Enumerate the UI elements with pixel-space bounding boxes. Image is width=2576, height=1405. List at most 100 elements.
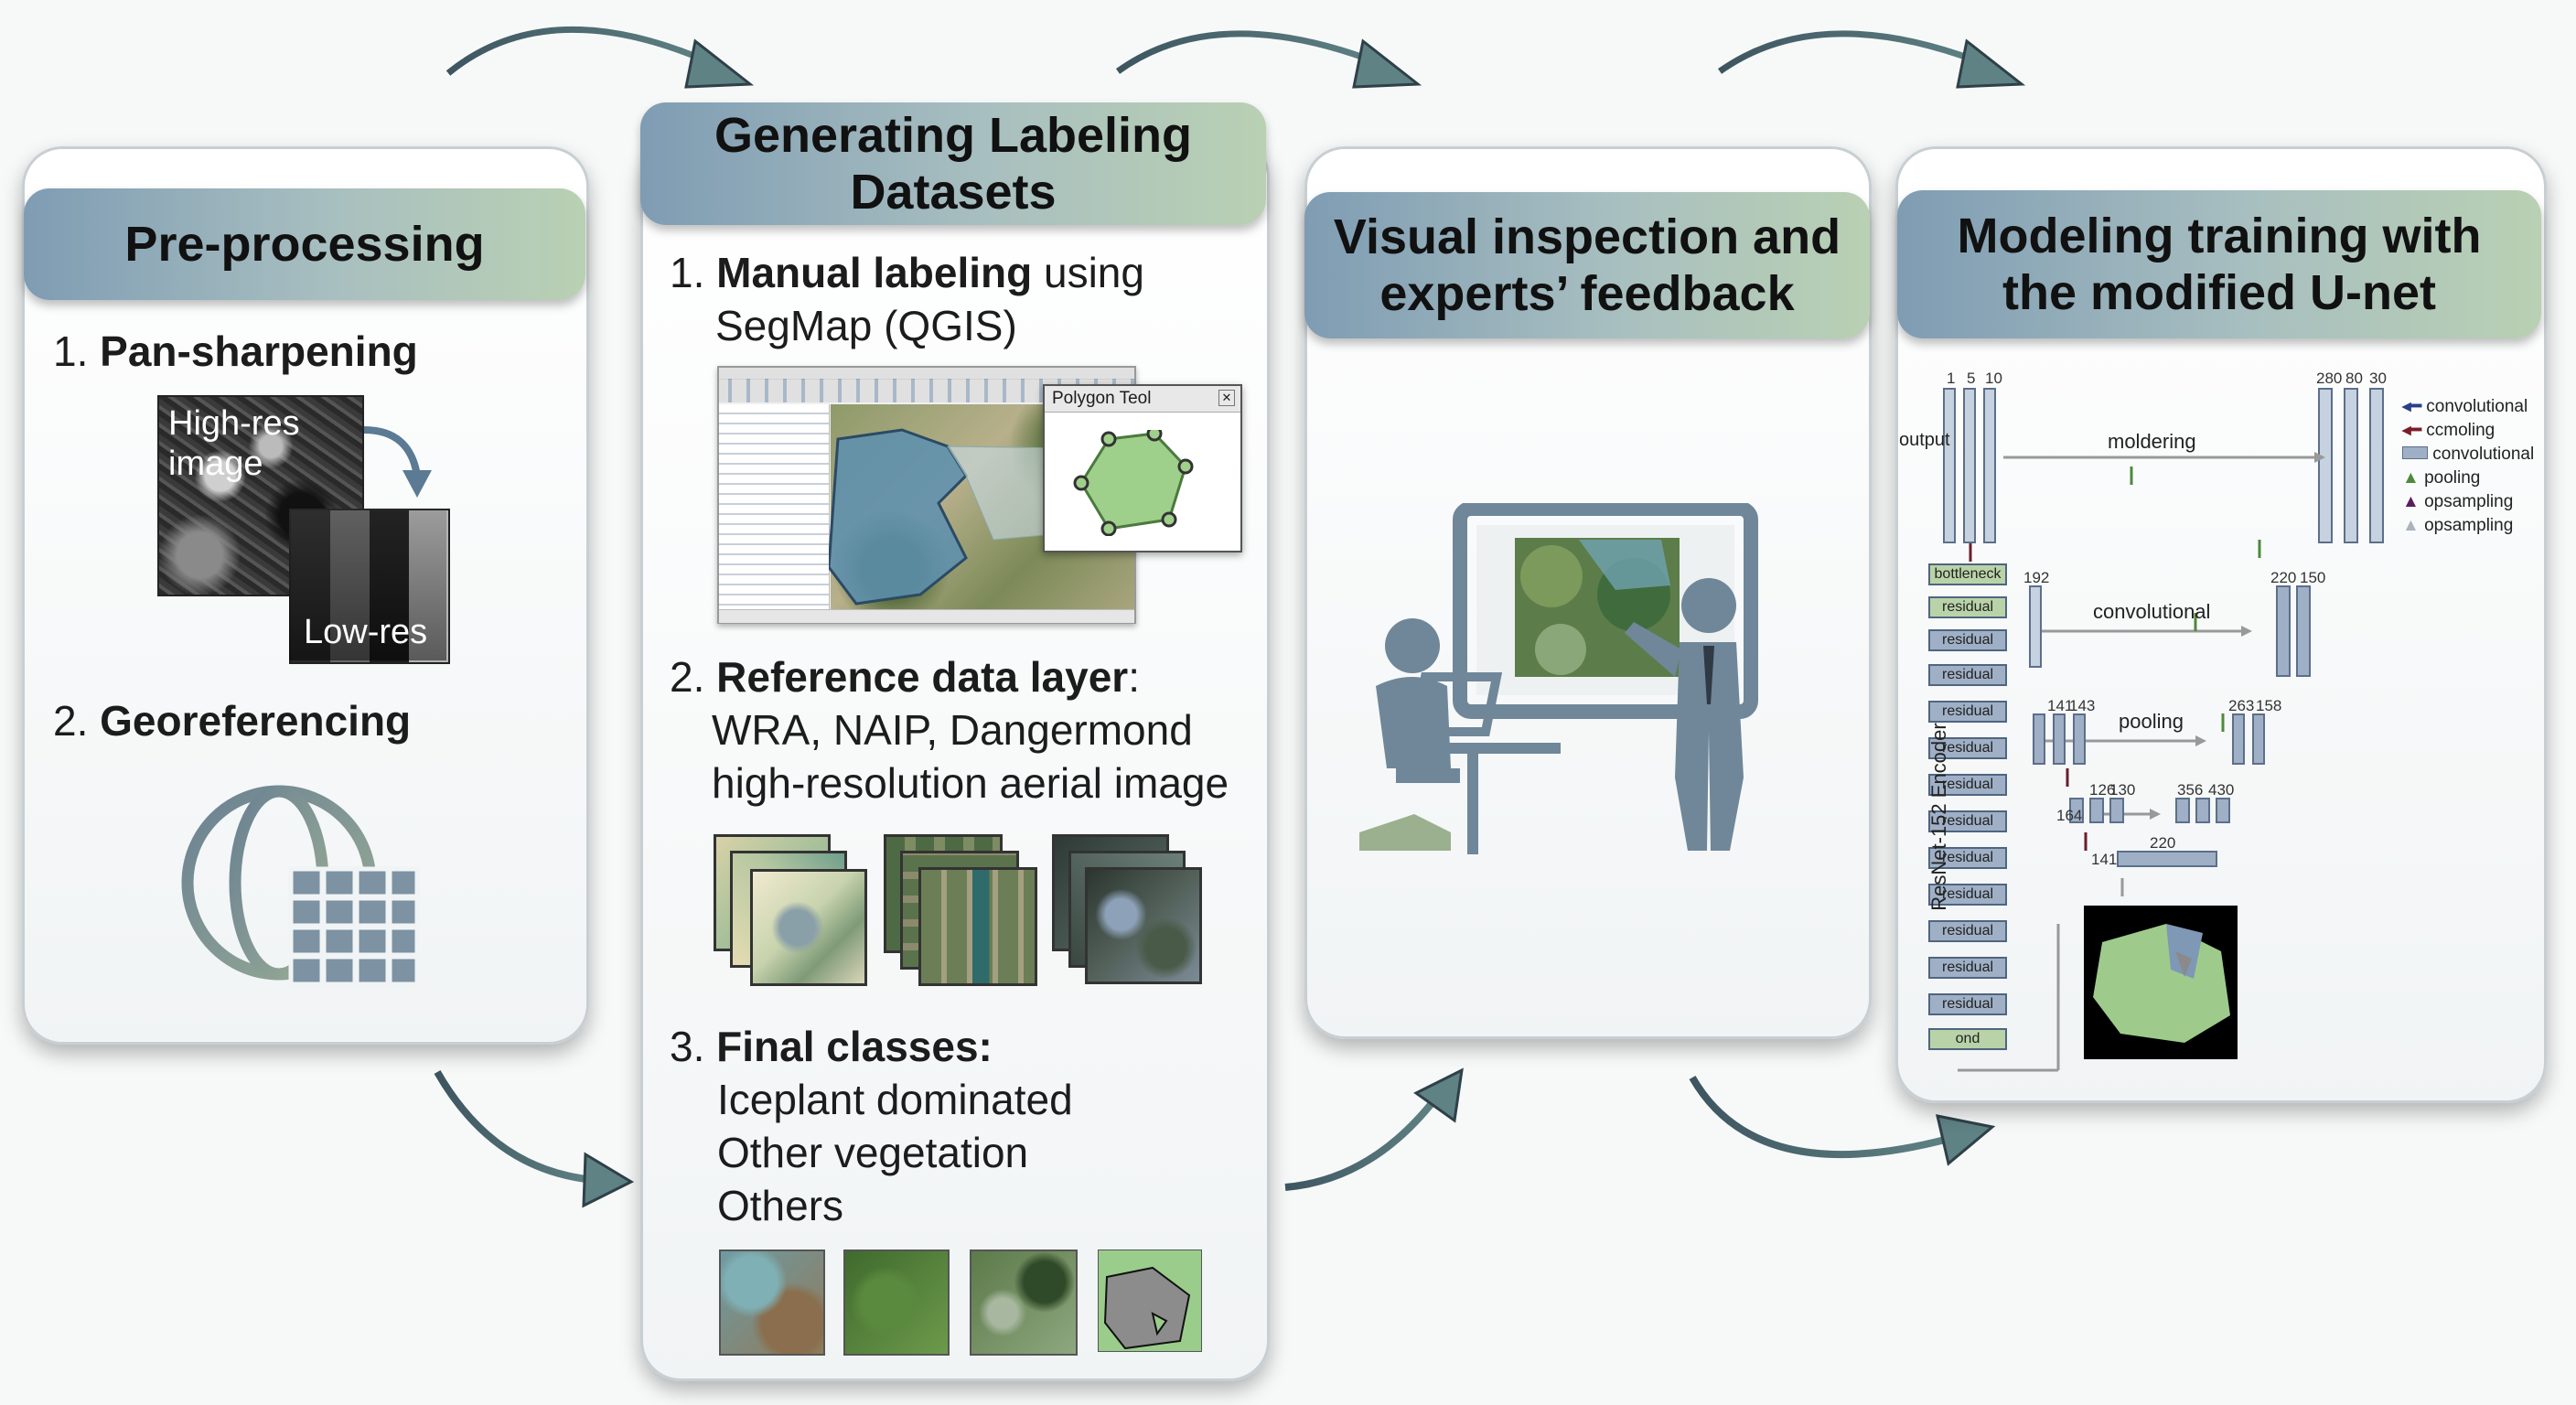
unet-top-num: 10 [1985, 370, 2002, 387]
globe-grid-icon [181, 785, 420, 987]
arrow-top-3 [1717, 30, 1987, 74]
expert-presentation-icon [1359, 503, 1758, 854]
unet-block [2195, 798, 2210, 823]
unet-top-num: 80 [2345, 370, 2363, 387]
unet-output-label: output [1899, 430, 1950, 450]
unet-encoder-block: residual [1928, 596, 2007, 618]
unet-block [2073, 713, 2086, 765]
step-reference-data-line2: WRA, NAIP, Dangermond [712, 706, 1193, 754]
unet-convolutional-label: convolutional [2093, 600, 2211, 623]
unet-feature-num: 430 [2208, 781, 2235, 799]
polygon-tool-title: Polygon Teol [1052, 389, 1152, 408]
panel-labeling-title-line2: Datasets [850, 165, 1057, 220]
unet-block [2318, 388, 2333, 543]
unet-block [2029, 585, 2042, 668]
curved-down-arrow-icon [363, 426, 432, 498]
arrow-top-3-head [1956, 38, 2026, 89]
unet-moldering-label: moldering [2108, 430, 2196, 453]
polygon-tool-window: Polygon Teol ✕ [1043, 384, 1242, 552]
arrow-top-2 [1115, 30, 1383, 74]
step-rest: : [1128, 653, 1140, 701]
step-number: 1. [670, 249, 705, 296]
low-res-label: Low-res [304, 613, 428, 651]
unet-legend: ◂━ convolutional ◂━ ccmoling convolution… [2402, 395, 2534, 538]
step-pan-sharpening: 1. Pan-sharpening [53, 326, 418, 379]
panel-inspection-title-line1: Visual inspection and [1333, 209, 1841, 264]
panel-inspection-header: Visual inspection and experts’ feedback [1304, 192, 1870, 338]
unet-top-num: 280 [2316, 370, 2343, 387]
arrow-top-2-head [1352, 38, 1422, 89]
high-res-label: High-res image [168, 404, 300, 483]
step-number: 3. [670, 1023, 705, 1070]
unet-block [2252, 713, 2265, 765]
panel-inspection-title-line2: experts’ feedback [1379, 266, 1795, 321]
unet-feature-num: 141 [2047, 697, 2074, 714]
unet-encoder-block: residual [1928, 774, 2007, 796]
step-title: Manual labeling [716, 249, 1033, 296]
arrow-bottom-3-head [1936, 1114, 1996, 1166]
unet-block [2089, 798, 2104, 823]
unet-block [2232, 713, 2245, 765]
step-reference-data: 2. Reference data layer: [670, 651, 1140, 704]
unet-block [2175, 798, 2190, 823]
unet-feature-num: 141 [2091, 851, 2118, 868]
unet-pooling-label: pooling [2119, 710, 2184, 733]
unet-block [2053, 713, 2066, 765]
unet-encoder-block: residual [1928, 884, 2007, 906]
step-reference-data-line3: high-resolution aerial image [712, 759, 1229, 807]
unet-feature-num: 150 [2300, 569, 2326, 586]
panel-preprocessing-title: Pre-processing [124, 216, 485, 272]
step-number: 2. [53, 697, 89, 745]
arrow-bottom-2-head [1413, 1067, 1464, 1123]
unet-block [2069, 798, 2084, 823]
unet-feature-num: 263 [2228, 697, 2255, 714]
unet-block [2276, 585, 2291, 677]
class-sample-mask [1098, 1249, 1202, 1352]
arrow-top-1 [445, 26, 715, 76]
unet-feature-num: 143 [2069, 697, 2096, 714]
unet-encoder-block: residual [1928, 664, 2007, 686]
class-others: Others [717, 1182, 844, 1229]
unet-encoder-block: residual [1928, 629, 2007, 651]
unet-connections [1958, 452, 2325, 1072]
unet-feature-num: 126 [2089, 781, 2116, 799]
panel-labeling-title-line1: Generating Labeling [714, 107, 1193, 163]
step-georeferencing: 2. Georeferencing [53, 695, 411, 748]
unet-block [2296, 585, 2311, 677]
unet-feature-num: 164 [2056, 807, 2083, 824]
step-title: Reference data layer [716, 653, 1129, 701]
arrow-bottom-3 [1689, 1076, 1950, 1159]
unet-block [2344, 388, 2358, 543]
unet-block [1963, 388, 1976, 543]
unet-encoder-block: residual [1928, 737, 2007, 759]
step-final-classes: 3. Final classes: [670, 1021, 993, 1074]
step-rest: using [1032, 249, 1144, 296]
class-sample-other-vegetation [843, 1249, 950, 1356]
unet-output-mask [2084, 906, 2238, 1059]
polygon-shape-icon [1073, 430, 1194, 536]
unet-block [1983, 388, 1996, 543]
unet-top-num: 1 [1947, 370, 1956, 387]
class-sample-others [970, 1249, 1078, 1356]
panel-labeling [640, 137, 1270, 1381]
step-title: Georeferencing [100, 697, 412, 745]
step-number: 2. [670, 653, 705, 701]
unet-block [2369, 388, 2384, 543]
step-manual-labeling: 1. Manual labeling using [670, 247, 1144, 300]
unet-encoder-block: residual [1928, 957, 2007, 979]
unet-feature-num: 130 [2109, 781, 2136, 799]
close-icon[interactable]: ✕ [1218, 390, 1235, 406]
unet-encoder-block: residual [1928, 993, 2007, 1015]
unet-feature-num: 220 [2270, 569, 2297, 586]
unet-encoder-block: residual [1928, 701, 2007, 723]
legend-item: ▲ pooling [2402, 468, 2481, 488]
panel-preprocessing-header: Pre-processing [24, 188, 585, 300]
unet-top-num: 5 [1967, 370, 1976, 387]
panel-modeling-title-line1: Modeling training with [1957, 208, 2482, 263]
unet-encoder-block: residual [1928, 847, 2007, 869]
arrow-top-1-head [684, 38, 755, 89]
step-title: Final classes: [716, 1023, 993, 1070]
class-other-vegetation: Other vegetation [717, 1129, 1029, 1176]
polygon-tool-titlebar: Polygon Teol ✕ [1045, 386, 1240, 413]
